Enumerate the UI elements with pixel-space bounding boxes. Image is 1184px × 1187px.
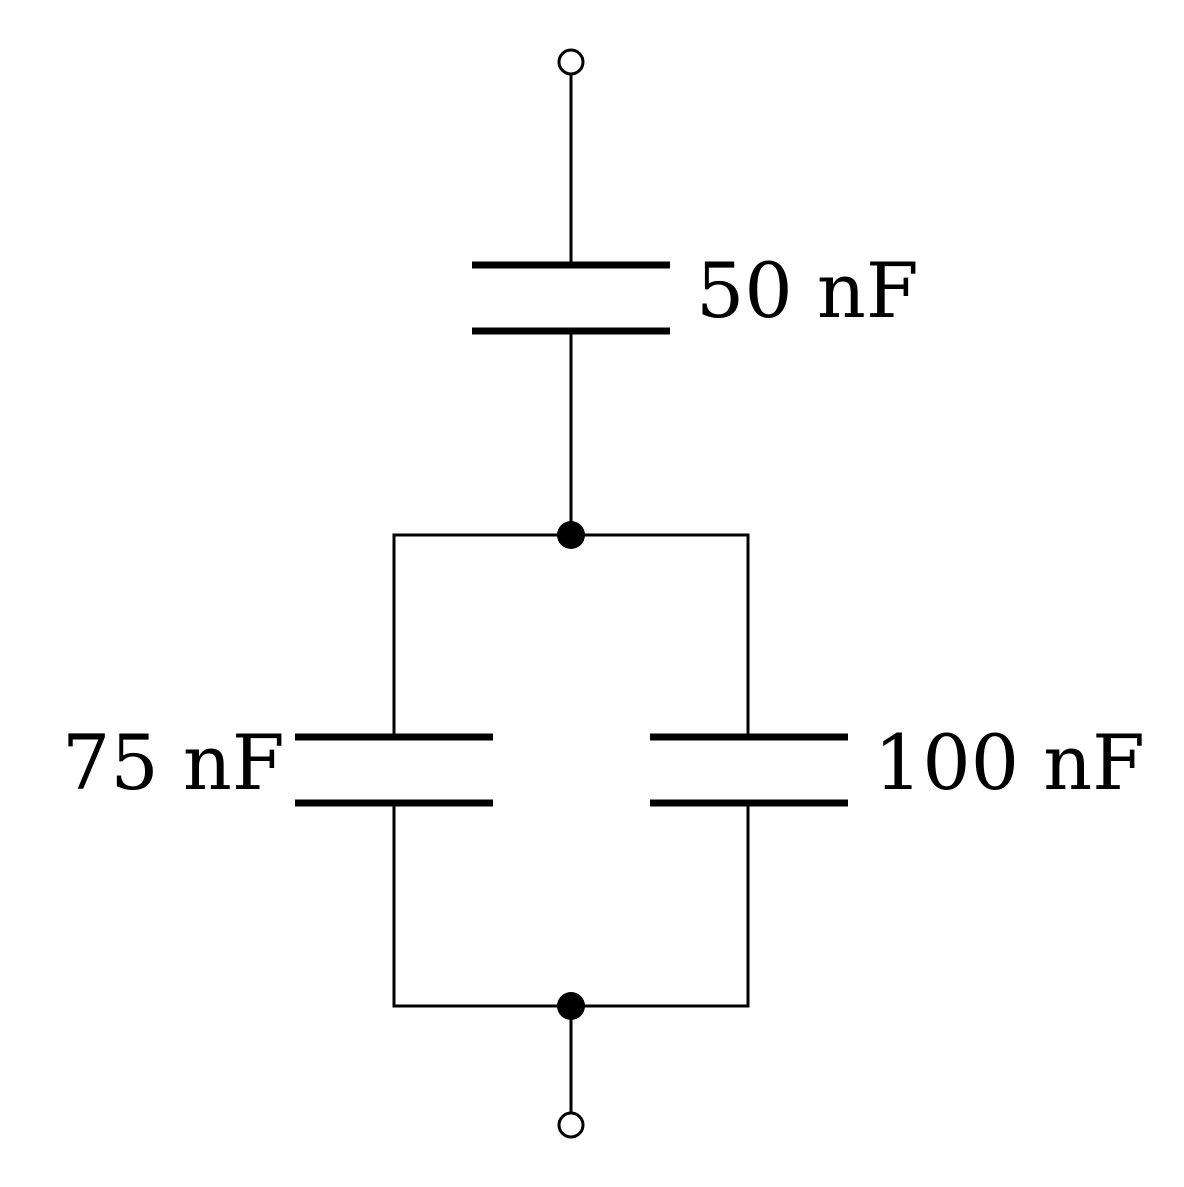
lower-rail-wire bbox=[392, 801, 750, 1008]
capacitor-75nf bbox=[295, 733, 493, 807]
capacitor-50nf bbox=[472, 261, 670, 335]
upper-junction-dot bbox=[557, 521, 585, 549]
bottom-terminal bbox=[557, 1111, 585, 1139]
capacitor-100nf bbox=[650, 733, 848, 807]
capacitor-label-left: 75 nF bbox=[62, 718, 285, 807]
capacitor-label-top: 50 nF bbox=[696, 246, 919, 335]
capacitor-label-right: 100 nF bbox=[874, 718, 1145, 807]
top-terminal bbox=[557, 48, 585, 76]
upper-rail-wire bbox=[392, 533, 750, 739]
